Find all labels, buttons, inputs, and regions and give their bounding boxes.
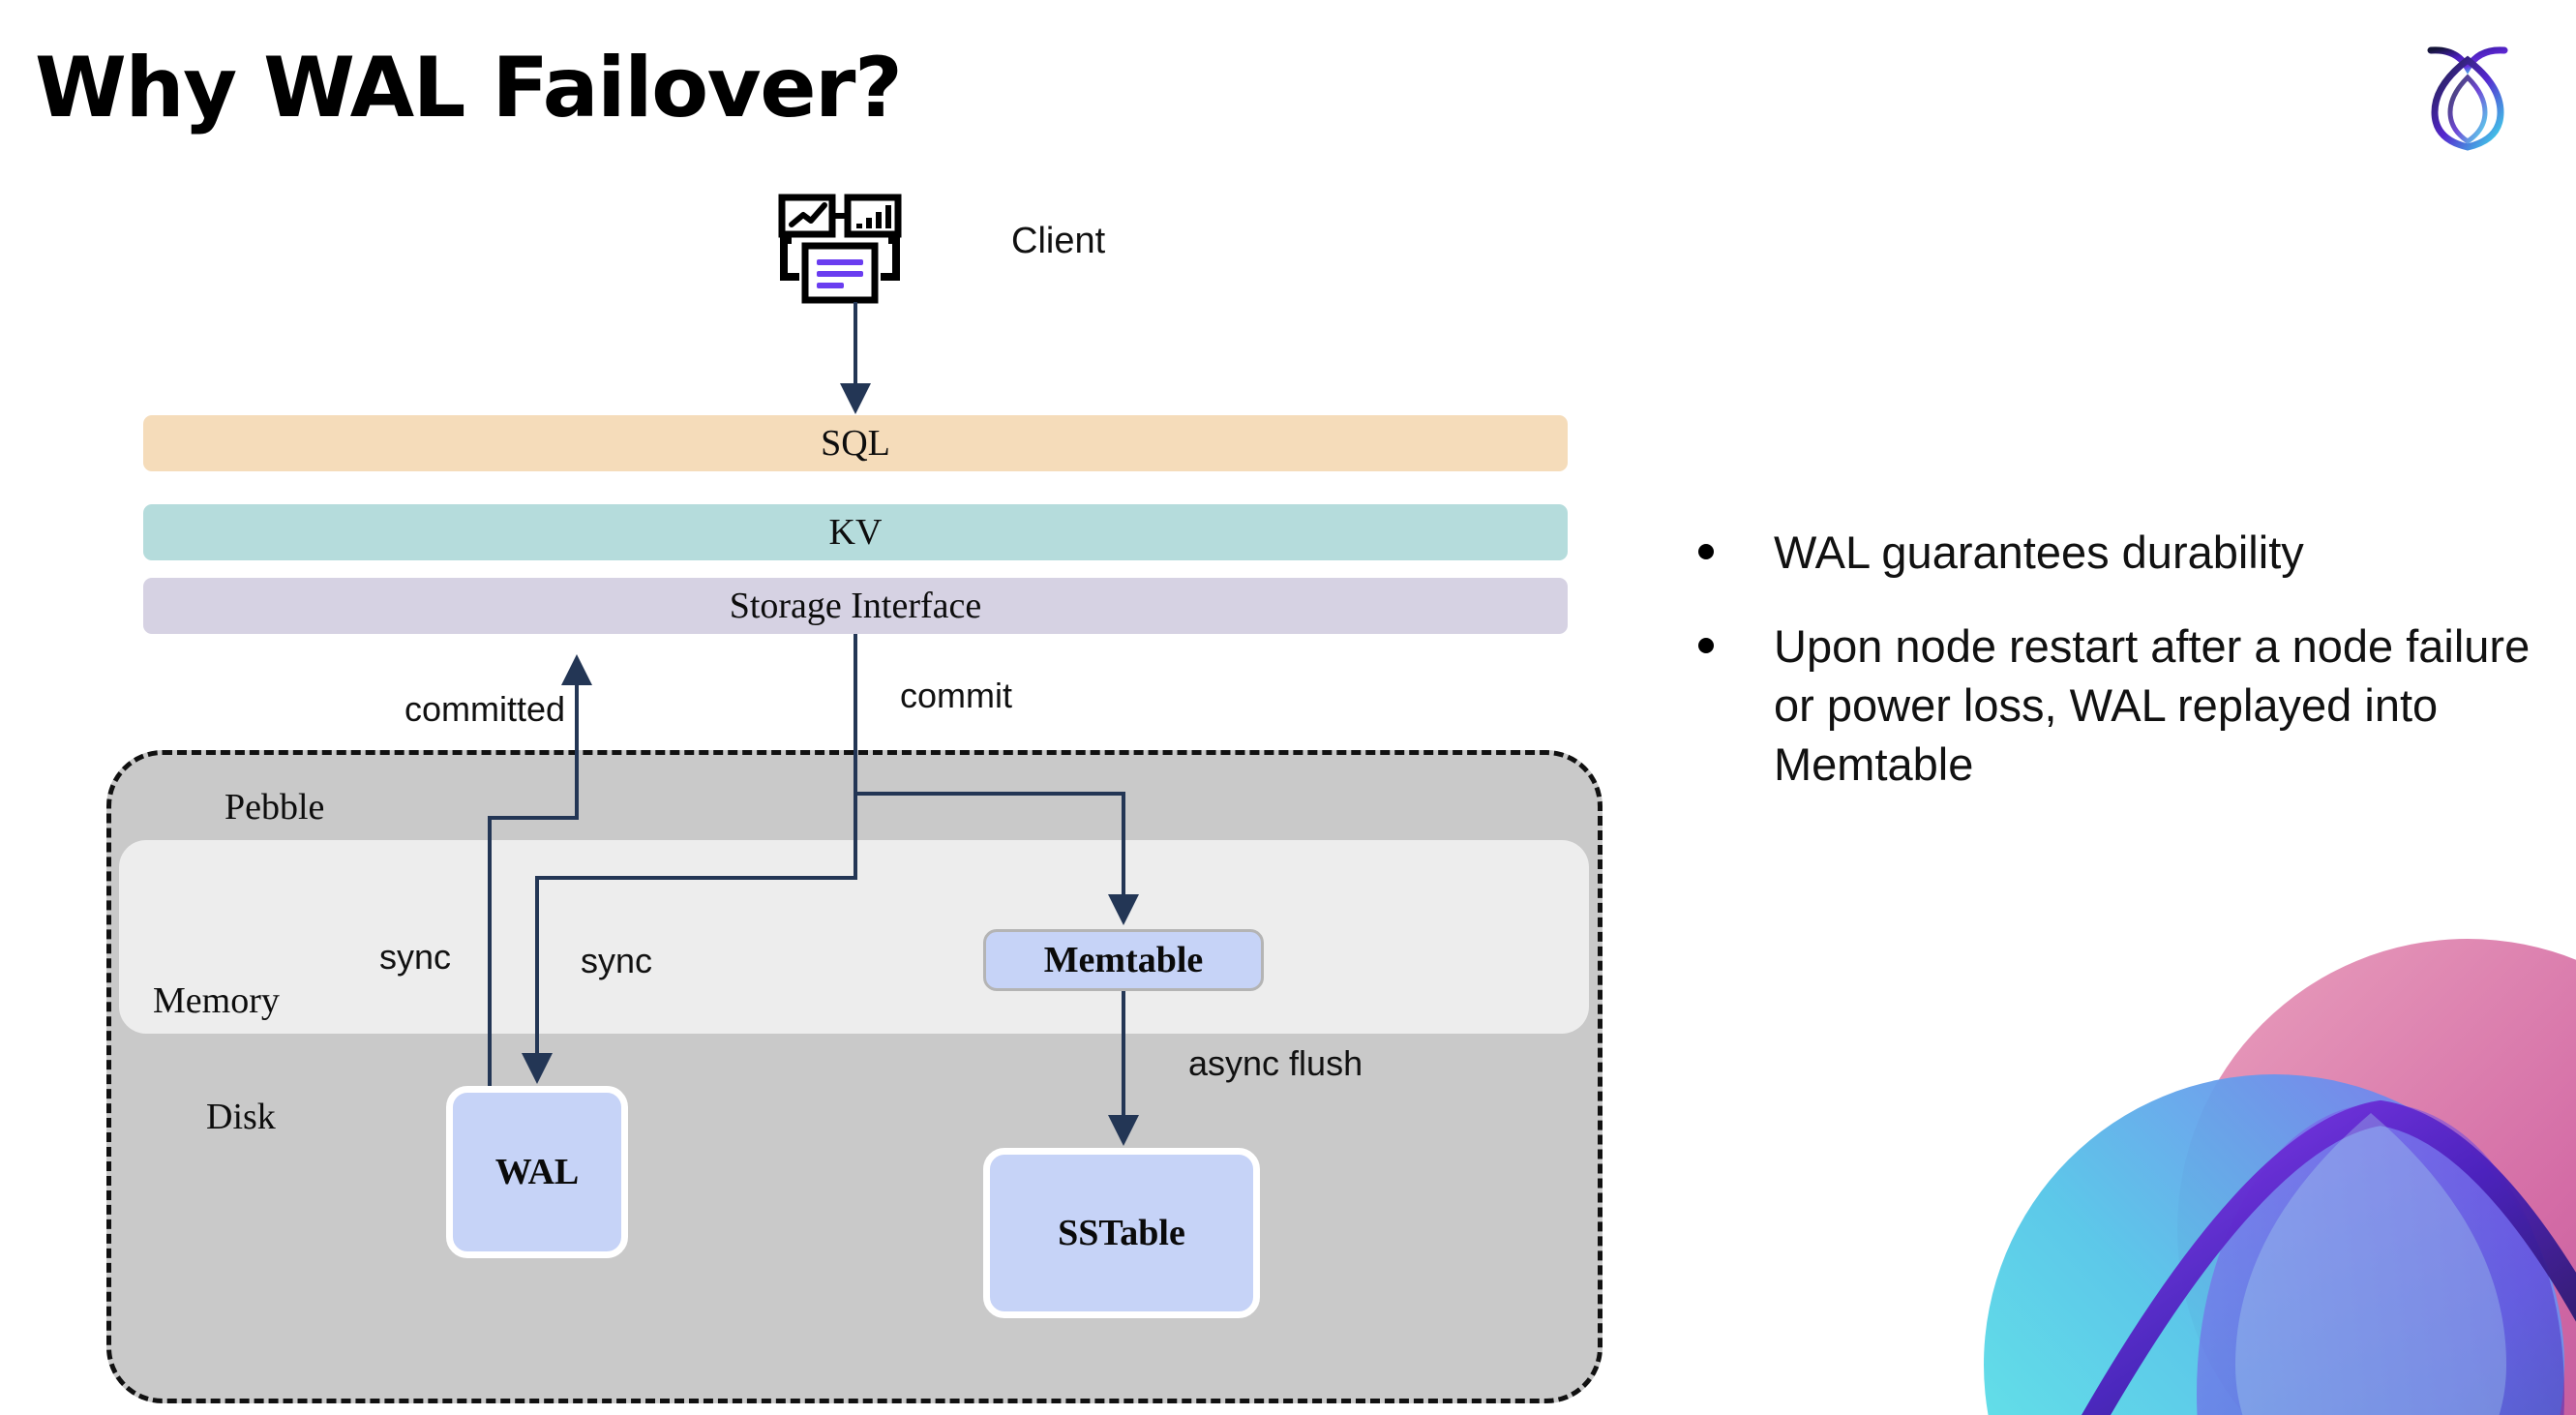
list-item: Upon node restart after a node failure o… [1698,617,2540,794]
edge-label-sync-right: sync [581,941,653,980]
architecture-diagram: Client SQL KV Storage Interface Pebble M… [106,194,1603,1403]
sstable-box: SSTable [983,1148,1260,1318]
cockroachdb-decorative-circles [1984,939,2576,1415]
edge-label-sync-left: sync [379,937,452,977]
layer-label-sql: SQL [821,423,890,464]
bullet-dot-icon [1698,544,1714,559]
edge-label-async-flush: async flush [1188,1043,1363,1083]
layer-bar-kv: KV [143,504,1568,560]
bullet-text: Upon node restart after a node failure o… [1774,620,2531,791]
wal-label: WAL [494,1152,580,1192]
memtable-label: Memtable [1043,940,1204,980]
memory-region [119,840,1589,1034]
layer-label-storage-interface: Storage Interface [729,586,982,626]
bullet-list: WAL guarantees durability Upon node rest… [1698,523,2540,828]
pebble-label: Pebble [225,787,325,828]
edge-label-commit: commit [900,676,1012,715]
bullet-text: WAL guarantees durability [1774,527,2304,578]
layer-label-kv: KV [828,512,883,553]
sstable-label: SSTable [1058,1213,1185,1253]
disk-label: Disk [206,1097,276,1137]
client-label: Client [1011,221,1106,261]
wal-box: WAL [446,1086,628,1258]
list-item: WAL guarantees durability [1698,523,2540,582]
page-title: Why WAL Failover? [35,40,903,136]
memtable-box: Memtable [983,929,1264,991]
bullet-dot-icon [1698,638,1714,654]
layer-bar-sql: SQL [143,415,1568,471]
memory-label: Memory [153,980,280,1021]
layer-bar-storage-interface: Storage Interface [143,578,1568,634]
client-workstation-icon [778,194,902,304]
cockroachdb-logo-icon [2427,46,2508,151]
edge-label-committed: committed [404,689,566,729]
